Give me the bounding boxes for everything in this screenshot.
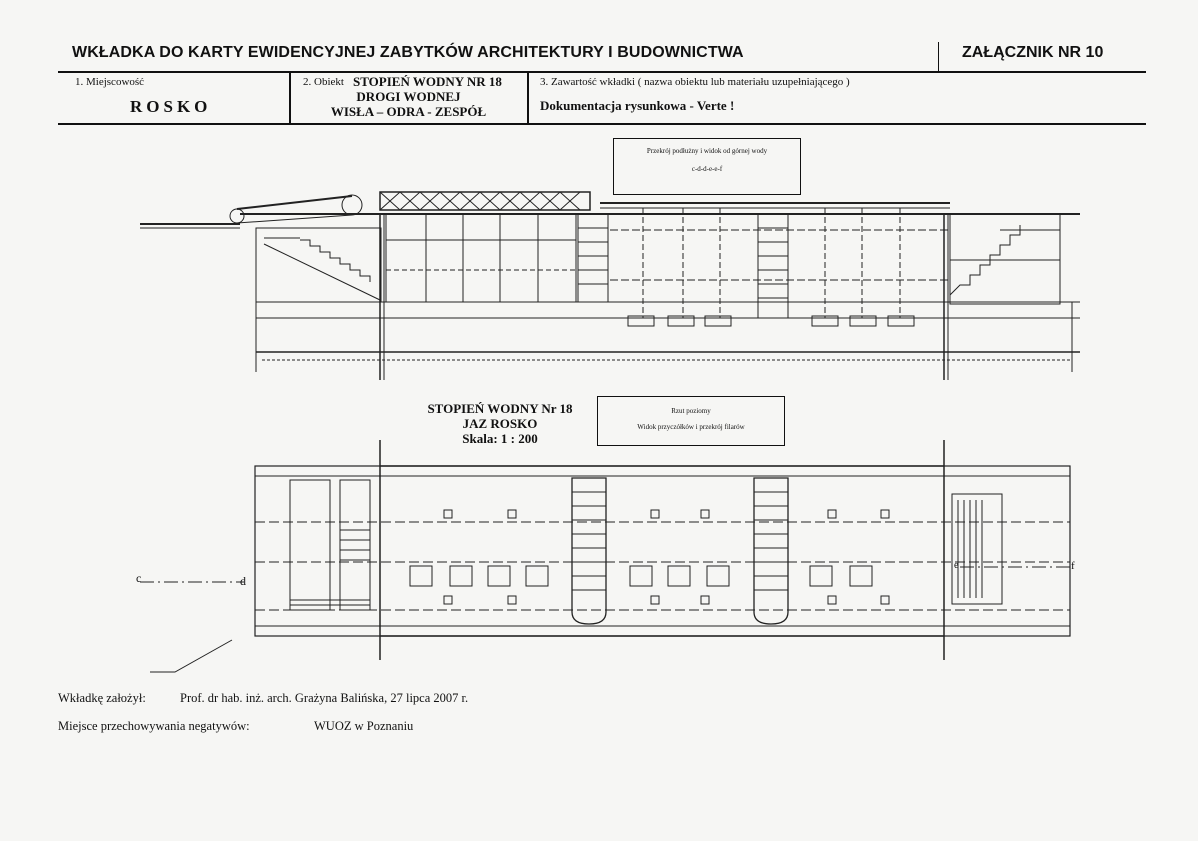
founder-value: Prof. dr hab. inż. arch. Grażyna Balińsk… (180, 691, 469, 705)
section-marker-e: e (954, 560, 959, 571)
section-caption-line2: c-d-d-e-e-f (691, 165, 723, 173)
field-divider-2 (527, 72, 529, 124)
document-title: WKŁADKA DO KARTY EWIDENCYJNEJ ZABYTKÓW A… (72, 44, 744, 61)
section-caption-line1: Przekrój podłużny i widok od górnej wody (646, 147, 768, 155)
header-rule (58, 71, 1146, 73)
drawing-scale: Skala: 1 : 200 (462, 431, 538, 446)
header-divider (938, 42, 939, 72)
content-value: Dokumentacja rysunkowa - Verte ! (540, 98, 735, 113)
object-label: 2. Obiekt (303, 76, 344, 88)
content-label: 3. Zawartość wkładki ( nazwa obiektu lub… (540, 76, 850, 88)
storage-label: Miejsce przechowywania negatywów: (58, 719, 250, 733)
section-marker-d: d (240, 574, 246, 588)
section-marker-f: f (1071, 560, 1075, 572)
drawing-title: STOPIEŃ WODNY Nr 18 JAZ ROSKO Skala: 1 :… (400, 401, 600, 446)
object-line1: STOPIEŃ WODNY NR 18 (353, 74, 502, 89)
field-divider-1 (289, 72, 291, 124)
place-label: 1. Miejscowość (75, 76, 145, 88)
drawing-title-line2: JAZ ROSKO (462, 416, 538, 431)
annex-number: ZAŁĄCZNIK NR 10 (962, 44, 1104, 61)
storage-value: WUOZ w Poznaniu (314, 719, 414, 733)
drawing-title-line1: STOPIEŃ WODNY Nr 18 (427, 401, 573, 416)
field-row-rule (58, 123, 1146, 125)
object-line2: DROGI WODNEJ (356, 89, 461, 104)
plan-caption-box: Rzut poziomy Widok przyczółków i przekró… (597, 396, 785, 446)
place-value: ROSKO (130, 97, 212, 116)
section-marker-c: c (136, 571, 142, 585)
plan-caption-line1: Rzut poziomy (671, 407, 711, 415)
plan-caption-line2: Widok przyczółków i przekrój filarów (637, 423, 745, 431)
founder-label: Wkładkę założył: (58, 691, 146, 705)
object-line3: WISŁA – ODRA - ZESPÓŁ (330, 104, 487, 119)
section-caption-box: Przekrój podłużny i widok od górnej wody… (613, 138, 801, 195)
